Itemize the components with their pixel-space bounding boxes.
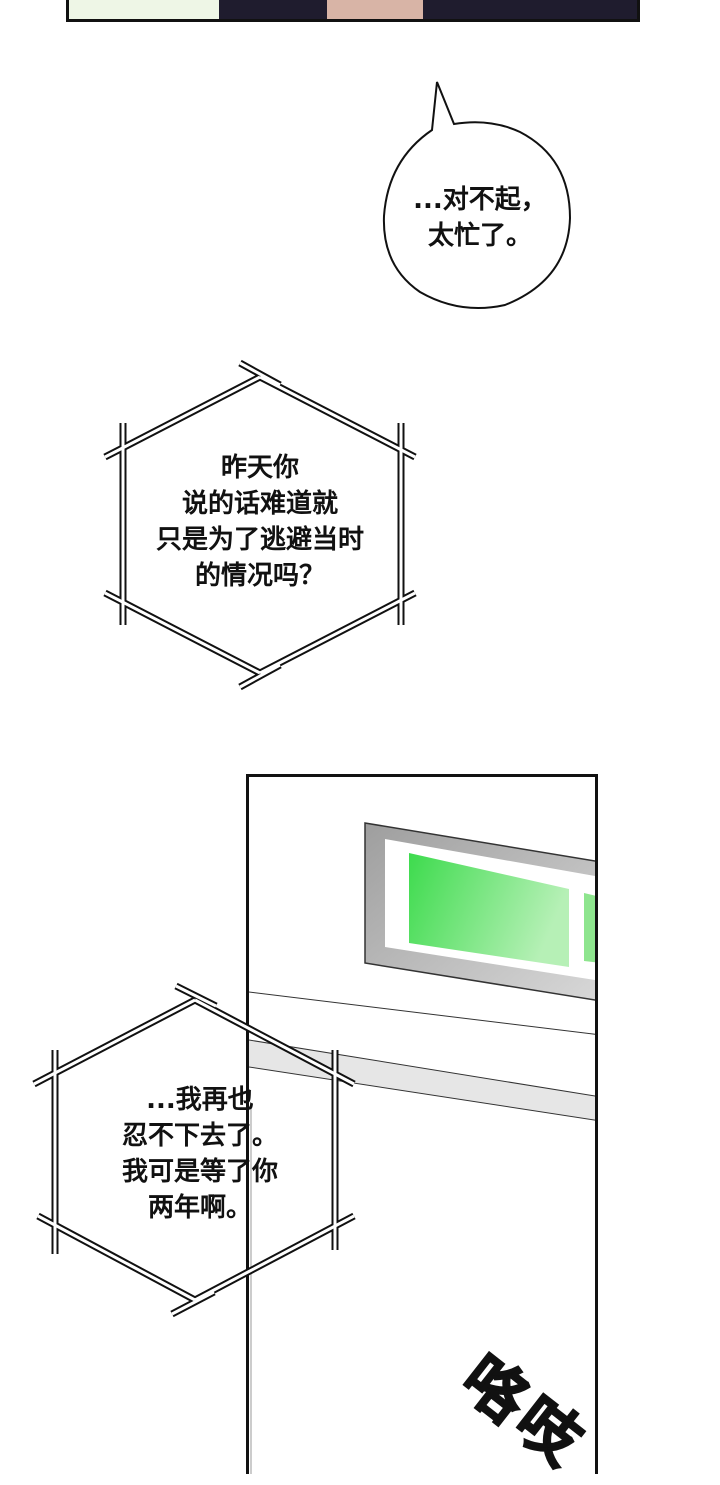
thought-bubble-1-text: 昨天你 说的话难道就 只是为了逃避当时 的情况吗？ — [155, 453, 364, 591]
panel-background — [69, 0, 219, 19]
exit-sign-illustration — [249, 822, 595, 1474]
thought-bubble-hexagon-2 — [32, 982, 356, 1318]
thought-bubble-2-text: ...我再也 忍不下去了。 我可是等了你 两年啊。 — [121, 1085, 278, 1223]
thought-bubble-hexagon-1 — [103, 359, 417, 691]
character-neck — [327, 0, 423, 19]
speech-bubble-text: ...对不起， 太忙了。 — [413, 185, 547, 251]
top-panel — [66, 0, 640, 22]
exit-sign-panel — [246, 774, 598, 1474]
speech-bubble-round — [382, 81, 572, 310]
